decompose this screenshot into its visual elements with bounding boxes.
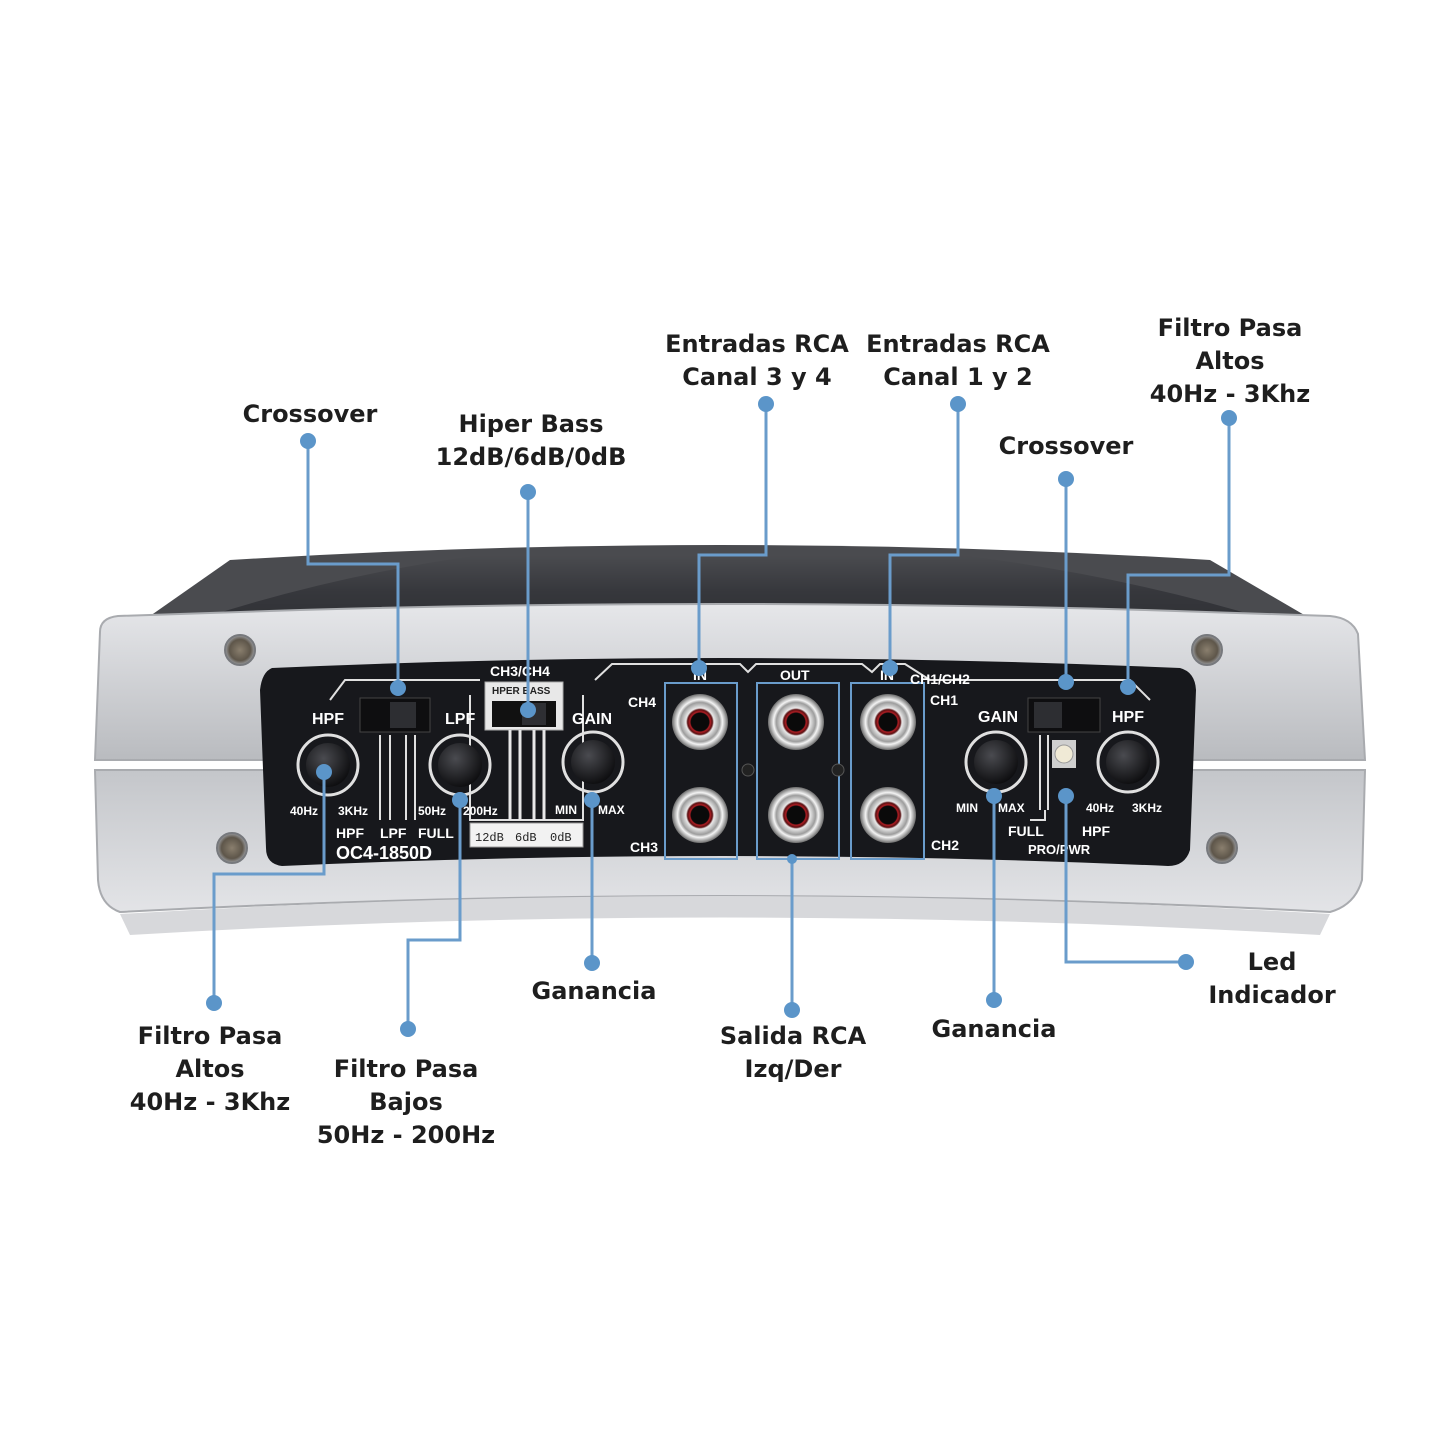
rca-jack-ch1[interactable] (860, 694, 916, 750)
label-ch3: CH3 (630, 839, 658, 855)
callout-line: Ganancia (931, 1015, 1057, 1043)
model-number: OC4-1850D (336, 843, 432, 863)
callout-line: Canal 1 y 2 (883, 363, 1033, 391)
leader-crossover-left (306, 441, 400, 688)
callout-line: Bajos (369, 1088, 443, 1116)
label-max-left: MAX (598, 803, 625, 817)
led-indicator (1054, 744, 1074, 764)
label-ch34: CH3/CH4 (490, 663, 550, 679)
leader-led (1064, 796, 1186, 964)
leader-rca-in-34 (697, 404, 768, 668)
label-0db: 0dB (550, 831, 572, 845)
callout-line: Ganancia (531, 977, 657, 1005)
leader-rca-in-12 (888, 404, 960, 668)
callout-line: Indicador (1208, 981, 1336, 1009)
callout-line: Altos (1195, 347, 1265, 375)
callout-line: Entradas RCA (665, 330, 849, 358)
label-min-right: MIN (956, 801, 978, 815)
rca-jack-ch3[interactable] (672, 787, 728, 843)
rca-jack-ch2[interactable] (860, 787, 916, 843)
callout-rca-in-12: Entradas RCA Canal 1 y 2 (866, 328, 1050, 394)
label-ch12: CH1/CH2 (910, 671, 970, 687)
label-3khz-left: 3KHz (338, 804, 368, 818)
callout-line: 12dB/6dB/0dB (435, 443, 627, 471)
leader-hpf-left (212, 772, 326, 1003)
label-gain-left: GAIN (572, 711, 612, 728)
label-hpf-left: HPF (312, 711, 344, 728)
screw-top-right (1191, 634, 1223, 666)
label-hpf-pos-right: HPF (1082, 823, 1110, 839)
leader-hpf-right (1126, 418, 1231, 687)
label-6db: 6dB (515, 831, 537, 845)
label-40hz-left: 40Hz (290, 804, 318, 818)
label-max-right: MAX (998, 801, 1025, 815)
callout-line: Izq/Der (744, 1055, 842, 1083)
callout-line: Salida RCA (719, 1022, 867, 1050)
label-200hz: 200Hz (463, 804, 498, 818)
callout-crossover-left: Crossover (243, 398, 378, 431)
screw-top-left (224, 634, 256, 666)
callout-led: Led Indicador (1208, 946, 1335, 1012)
callout-line: 40Hz - 3Khz (129, 1088, 291, 1116)
callout-rca-in-34: Entradas RCA Canal 3 y 4 (665, 328, 849, 394)
rca-jack-out-bottom[interactable] (768, 787, 824, 843)
callout-line: 40Hz - 3Khz (1149, 380, 1311, 408)
callout-line: Led (1247, 948, 1297, 976)
label-lpf-pos: LPF (380, 825, 407, 841)
callout-line: Crossover (242, 400, 378, 428)
rca-jack-out-top[interactable] (768, 694, 824, 750)
callout-line: Crossover (998, 432, 1134, 460)
label-50hz: 50Hz (418, 804, 446, 818)
callout-hiper-bass: Hiper Bass 12dB/6dB/0dB (436, 408, 627, 474)
screw-bottom-left (216, 832, 248, 864)
leader-lpf (406, 800, 462, 1029)
label-pro-pwr: PRO/PWR (1028, 842, 1091, 857)
label-full-right: FULL (1008, 823, 1044, 839)
callout-rca-out: Salida RCA Izq/Der (720, 1020, 866, 1086)
callout-crossover-right: Crossover (999, 430, 1134, 463)
callout-line: Filtro Pasa (1157, 314, 1303, 342)
label-12db: 12dB (475, 831, 504, 845)
label-ch1: CH1 (930, 692, 958, 708)
screw-bottom-right (1206, 832, 1238, 864)
knob-gain-right[interactable] (964, 730, 1028, 794)
label-out: OUT (780, 667, 810, 683)
label-full-left: FULL (418, 825, 454, 841)
rca-jack-ch4[interactable] (672, 694, 728, 750)
label-min-left: MIN (555, 803, 577, 817)
callout-hpf-right: Filtro Pasa Altos 40Hz - 3Khz (1150, 312, 1310, 411)
callout-line: Filtro Pasa (333, 1055, 479, 1083)
label-ch4: CH4 (628, 694, 656, 710)
knob-lpf[interactable] (428, 733, 492, 797)
callout-gain-right: Ganancia (932, 1013, 1057, 1046)
callout-line: Altos (175, 1055, 245, 1083)
callout-line: Canal 3 y 4 (682, 363, 832, 391)
callout-hpf-left: Filtro Pasa Altos 40Hz - 3Khz (130, 1020, 290, 1119)
label-lpf: LPF (445, 711, 475, 728)
label-40hz-right: 40Hz (1086, 801, 1114, 815)
label-gain-right: GAIN (978, 709, 1018, 726)
knob-gain-left[interactable] (561, 730, 625, 794)
callout-line: 50Hz - 200Hz (316, 1121, 496, 1149)
label-3khz-right: 3KHz (1132, 801, 1162, 815)
callout-line: Hiper Bass (458, 410, 604, 438)
rca-in-34-frame (664, 682, 738, 860)
label-hpf-right: HPF (1112, 709, 1144, 726)
hyper-bass-scale (469, 822, 584, 848)
callout-line: Filtro Pasa (137, 1022, 283, 1050)
label-hyper-bass: HPER BASS (492, 686, 551, 697)
label-ch2: CH2 (931, 837, 959, 853)
callout-gain-left: Ganancia (532, 975, 657, 1008)
callout-line: Entradas RCA (866, 330, 1050, 358)
knob-hpf-left[interactable] (296, 733, 360, 797)
label-hpf-pos-left: HPF (336, 825, 364, 841)
rca-in-12-frame (850, 682, 925, 860)
knob-hpf-right[interactable] (1096, 730, 1160, 794)
callout-lpf: Filtro Pasa Bajos 50Hz - 200Hz (317, 1053, 495, 1152)
